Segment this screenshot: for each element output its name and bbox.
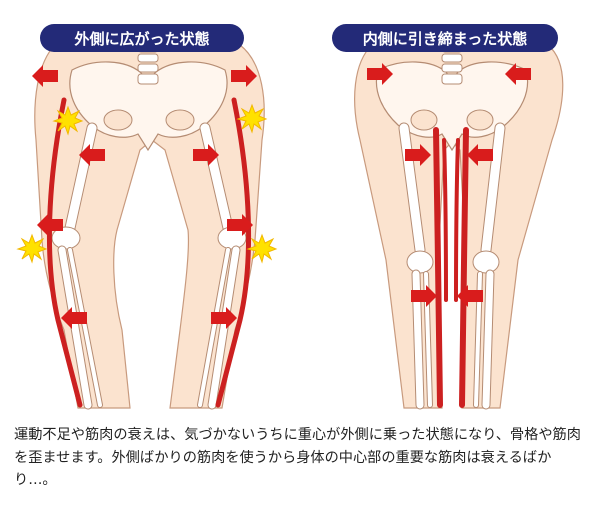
muscle-stripe (433, 127, 443, 408)
right-panel: 内側に引き締まった状態 (332, 24, 564, 410)
muscle-stripe (442, 138, 448, 302)
strain-burst-icon (17, 234, 47, 263)
left-panel: 外側に広がった状態 (17, 24, 277, 410)
left-label-pill (40, 24, 244, 52)
muscle-stripe (454, 138, 460, 302)
strain-burst-icon (247, 234, 277, 263)
right-label: 内側に引き締まった状態 (363, 30, 527, 48)
muscle-stripe (459, 127, 469, 408)
right-label-pill (332, 24, 558, 52)
left-label: 外側に広がった状態 (73, 30, 209, 48)
caption-text: 運動不足や筋肉の衰えは、気づかないうちに重心が外側に乗った状態になり、骨格や筋肉… (14, 427, 581, 488)
